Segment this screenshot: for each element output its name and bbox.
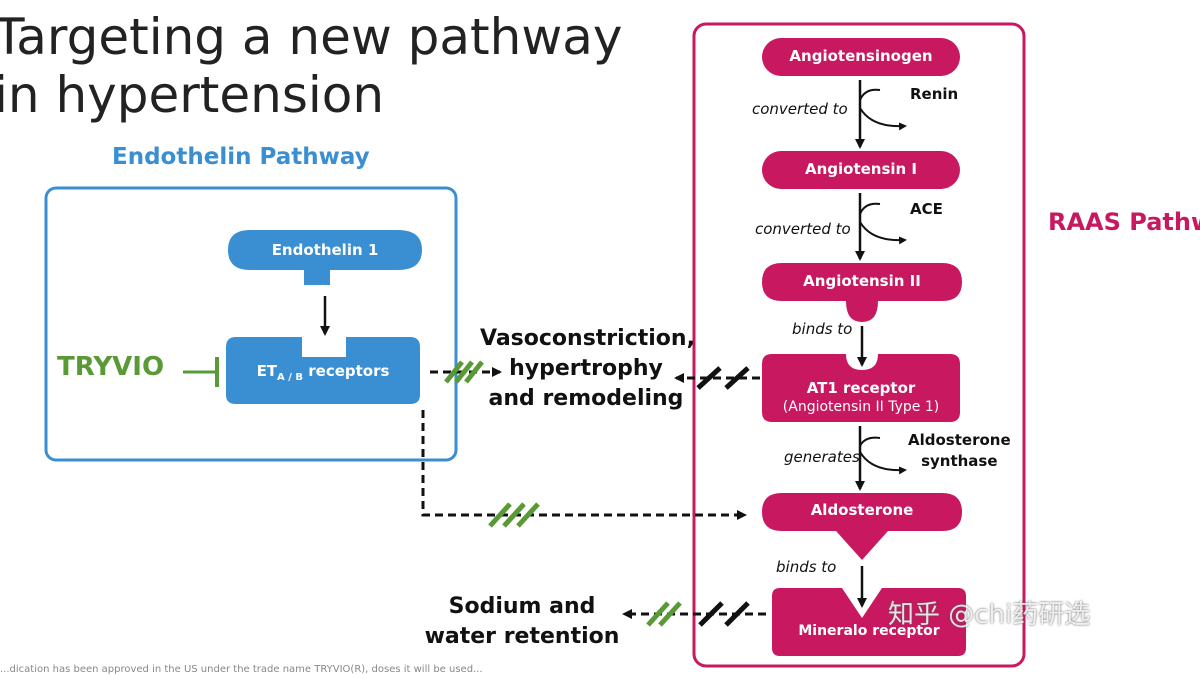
block-mark-black-2a xyxy=(698,601,724,627)
generates-label: generates xyxy=(784,448,860,466)
block-mark-black-2b xyxy=(724,601,750,627)
et-receptor-rest: receptors xyxy=(303,362,390,380)
ace-label: ACE xyxy=(910,200,943,218)
sodium-line-2: water retention xyxy=(424,624,620,649)
converted-to-label-2: converted to xyxy=(755,220,851,238)
title-line-1: Targeting a new pathway xyxy=(0,8,623,66)
receptor-to-aldosterone-arrow xyxy=(421,410,747,520)
raas-pathway-label: RAAS Pathway xyxy=(1048,208,1200,236)
et-receptor-label: ETA / B receptors xyxy=(226,362,420,383)
aldo-synthase-line-2: synthase xyxy=(921,452,998,470)
block-mark-black-1a xyxy=(696,366,722,390)
angiotensin-2-label: Angiotensin II xyxy=(803,272,921,290)
block-mark-green-2b xyxy=(502,502,526,528)
vaso-line-1: Vasoconstriction, xyxy=(480,326,695,351)
mineralo-receptor-node xyxy=(772,588,966,656)
angiotensin-1-label: Angiotensin I xyxy=(804,160,918,178)
aldosterone-synthase-label: Aldosterone synthase xyxy=(908,430,1011,472)
et-receptor-sub: A / B xyxy=(277,372,304,383)
vaso-line-2: hypertrophy xyxy=(509,356,663,381)
page-title: Targeting a new pathway in hypertension xyxy=(0,8,622,124)
tryvio-label: TRYVIO xyxy=(57,352,165,382)
block-mark-black-1b xyxy=(724,366,750,390)
angiotensinogen-node xyxy=(762,38,960,76)
aldo-synthase-line-1: Aldosterone xyxy=(908,431,1011,449)
block-mark-green-2c xyxy=(516,502,540,528)
aldosterone-node xyxy=(762,493,962,560)
block-mark-green-2a xyxy=(488,502,512,528)
converted-to-label-1: converted to xyxy=(752,100,848,118)
vasoconstriction-effect: Vasoconstriction, hypertrophy and remode… xyxy=(480,324,695,414)
raas-pathway-box xyxy=(692,22,1026,668)
at1-receptor-node xyxy=(762,354,960,422)
title-line-2: in hypertension xyxy=(0,66,385,124)
watermark: 知乎 @chi药研选 xyxy=(888,600,1091,630)
renin-label: Renin xyxy=(910,85,959,103)
footer-note: ...dication has been approved in the US … xyxy=(0,664,483,675)
binds-to-label-1: binds to xyxy=(792,320,853,338)
mineralo-receptor-label: Mineralo receptor xyxy=(798,623,940,639)
at1-receptor-subtitle: (Angiotensin II Type 1) xyxy=(782,399,940,415)
renin-curve-arrow xyxy=(859,88,905,126)
sodium-line-1: Sodium and xyxy=(448,594,596,619)
angiotensinogen-label: Angiotensinogen xyxy=(789,47,933,65)
block-mark-green-1b xyxy=(454,360,474,384)
block-mark-green-3b xyxy=(658,601,682,627)
block-mark-green-1c xyxy=(464,360,484,384)
at1-receptor-title: AT1 receptor xyxy=(806,379,916,397)
aldosterone-label: Aldosterone xyxy=(810,501,914,519)
aldo-synthase-curve-arrow xyxy=(859,436,905,471)
vaso-line-3: and remodeling xyxy=(488,386,684,411)
binds-to-label-2: binds to xyxy=(776,558,837,576)
et-receptor-main: ET xyxy=(256,362,278,380)
endothelin-pathway-label: Endothelin Pathway xyxy=(112,144,370,170)
block-mark-green-1a xyxy=(444,360,464,384)
endothelin-pathway-box xyxy=(44,186,458,462)
et-receptor-node xyxy=(226,337,420,404)
angiotensin-1-node xyxy=(762,151,960,189)
sodium-retention-effect: Sodium and water retention xyxy=(424,592,620,652)
endothelin-1-label: Endothelin 1 xyxy=(271,241,379,259)
angiotensin-2-node xyxy=(762,263,962,322)
block-mark-green-3a xyxy=(646,601,670,627)
ace-curve-arrow xyxy=(859,202,905,240)
endothelin-1-node xyxy=(228,230,422,285)
